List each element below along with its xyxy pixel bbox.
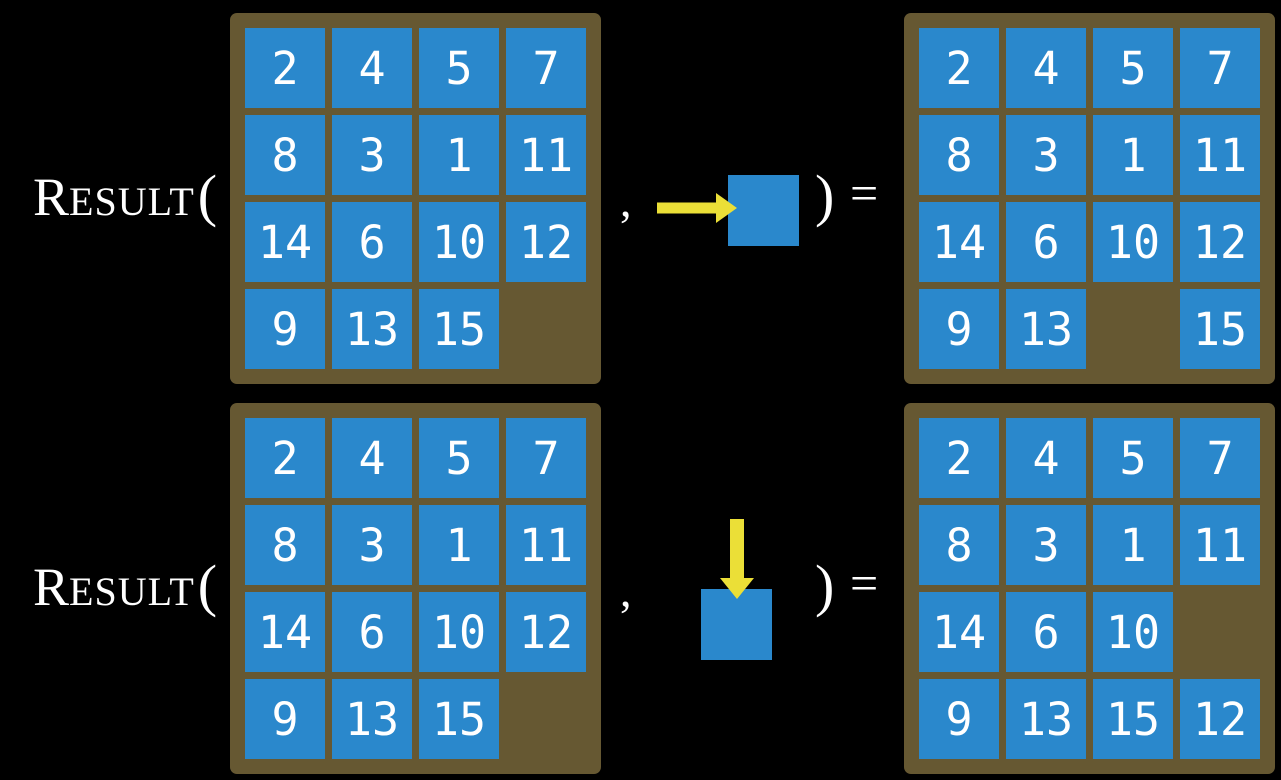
tile-14: 14 bbox=[919, 592, 999, 672]
open-paren: ( bbox=[197, 553, 218, 618]
tile-3: 3 bbox=[1006, 115, 1086, 195]
tile-11: 11 bbox=[506, 505, 586, 585]
result-function-label-1: RESULT( bbox=[33, 167, 217, 225]
tile-1: 1 bbox=[1093, 115, 1173, 195]
tile-5: 5 bbox=[419, 418, 499, 498]
comma-separator-1: , bbox=[620, 175, 632, 226]
blank-tile-square-1 bbox=[728, 175, 799, 246]
tile-4: 4 bbox=[1006, 418, 1086, 498]
tile-7: 7 bbox=[506, 28, 586, 108]
tile-10: 10 bbox=[1093, 592, 1173, 672]
tile-6: 6 bbox=[1006, 592, 1086, 672]
tile-2: 2 bbox=[919, 28, 999, 108]
tile-15: 15 bbox=[419, 289, 499, 369]
tile-2: 2 bbox=[245, 28, 325, 108]
tile-8: 8 bbox=[919, 505, 999, 585]
function-name-rest: ESULT bbox=[69, 179, 195, 224]
blank-cell bbox=[1093, 289, 1173, 369]
blank-tile-square-2 bbox=[701, 589, 772, 660]
blank-cell bbox=[1180, 592, 1260, 672]
tile-8: 8 bbox=[245, 505, 325, 585]
tile-6: 6 bbox=[332, 592, 412, 672]
tile-2: 2 bbox=[245, 418, 325, 498]
right-arrow-icon bbox=[657, 193, 737, 223]
blank-cell bbox=[506, 679, 586, 759]
tile-14: 14 bbox=[919, 202, 999, 282]
tile-8: 8 bbox=[919, 115, 999, 195]
tile-12: 12 bbox=[1180, 202, 1260, 282]
tile-1: 1 bbox=[419, 505, 499, 585]
tile-5: 5 bbox=[419, 28, 499, 108]
tile-13: 13 bbox=[1006, 289, 1086, 369]
tile-3: 3 bbox=[332, 505, 412, 585]
comma-separator-2: , bbox=[620, 565, 632, 616]
tile-4: 4 bbox=[332, 28, 412, 108]
tile-7: 7 bbox=[1180, 418, 1260, 498]
tile-10: 10 bbox=[419, 592, 499, 672]
result-function-label-2: RESULT( bbox=[33, 557, 217, 615]
tile-11: 11 bbox=[1180, 505, 1260, 585]
tile-2: 2 bbox=[919, 418, 999, 498]
tile-14: 14 bbox=[245, 592, 325, 672]
function-name-initial: R bbox=[33, 167, 70, 227]
tile-15: 15 bbox=[1180, 289, 1260, 369]
tile-10: 10 bbox=[419, 202, 499, 282]
tile-14: 14 bbox=[245, 202, 325, 282]
close-paren-2: ) bbox=[815, 553, 835, 618]
tile-3: 3 bbox=[1006, 505, 1086, 585]
tile-5: 5 bbox=[1093, 418, 1173, 498]
function-name-initial: R bbox=[33, 557, 70, 617]
tile-7: 7 bbox=[1180, 28, 1260, 108]
tile-5: 5 bbox=[1093, 28, 1173, 108]
tile-13: 13 bbox=[1006, 679, 1086, 759]
tile-11: 11 bbox=[1180, 115, 1260, 195]
tile-12: 12 bbox=[1180, 679, 1260, 759]
tile-9: 9 bbox=[245, 289, 325, 369]
tile-6: 6 bbox=[332, 202, 412, 282]
function-name-rest: ESULT bbox=[69, 569, 195, 614]
equals-sign-2: = bbox=[850, 555, 879, 611]
tile-4: 4 bbox=[332, 418, 412, 498]
tile-8: 8 bbox=[245, 115, 325, 195]
close-paren-1: ) bbox=[815, 163, 835, 228]
tile-3: 3 bbox=[332, 115, 412, 195]
tile-9: 9 bbox=[245, 679, 325, 759]
blank-cell bbox=[506, 289, 586, 369]
tile-10: 10 bbox=[1093, 202, 1173, 282]
tile-9: 9 bbox=[919, 679, 999, 759]
tile-11: 11 bbox=[506, 115, 586, 195]
tile-1: 1 bbox=[419, 115, 499, 195]
tile-6: 6 bbox=[1006, 202, 1086, 282]
tile-4: 4 bbox=[1006, 28, 1086, 108]
tile-12: 12 bbox=[506, 592, 586, 672]
tile-7: 7 bbox=[506, 418, 586, 498]
down-arrow-icon bbox=[720, 519, 754, 599]
tile-13: 13 bbox=[332, 679, 412, 759]
tile-12: 12 bbox=[506, 202, 586, 282]
tile-15: 15 bbox=[1093, 679, 1173, 759]
open-paren: ( bbox=[197, 163, 218, 228]
tile-9: 9 bbox=[919, 289, 999, 369]
tile-1: 1 bbox=[1093, 505, 1173, 585]
equals-sign-1: = bbox=[850, 165, 879, 221]
tile-13: 13 bbox=[332, 289, 412, 369]
tile-15: 15 bbox=[419, 679, 499, 759]
